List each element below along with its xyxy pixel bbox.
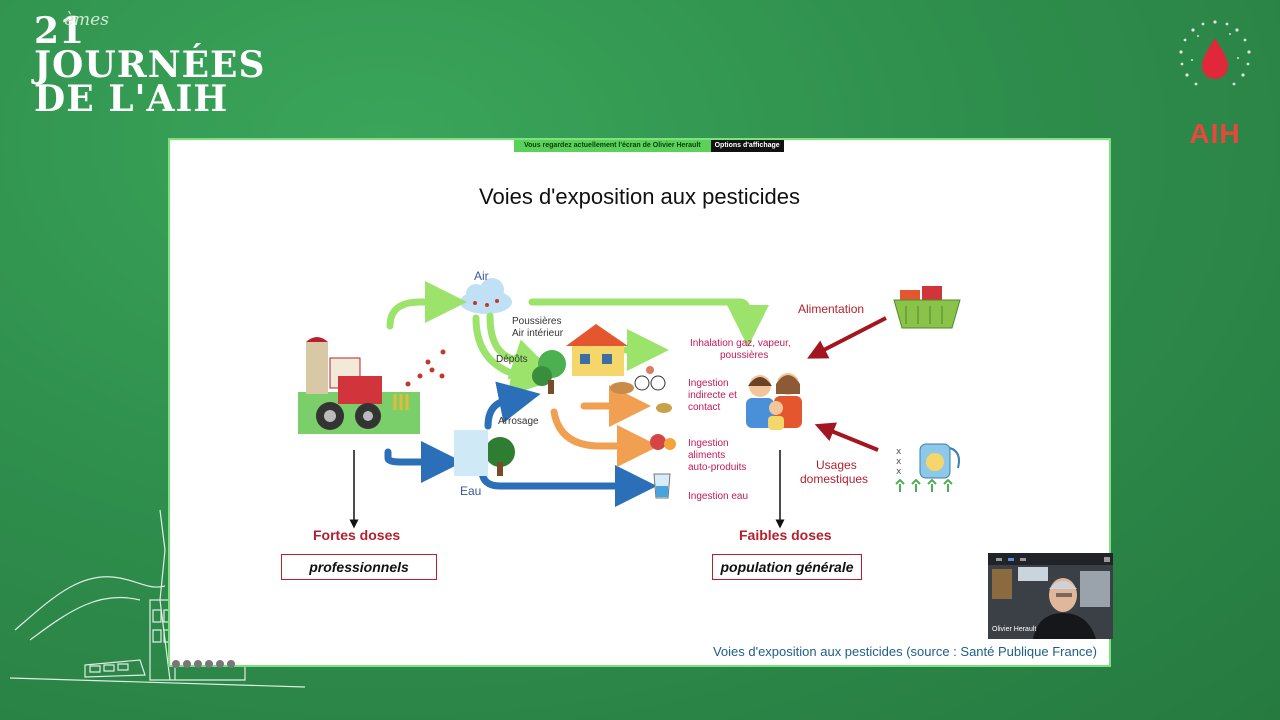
slide-title: Voies d'exposition aux pesticides — [479, 184, 800, 209]
label-inhalation-2: poussières — [720, 350, 769, 361]
webcam-video — [988, 565, 1113, 639]
svg-text:x: x — [896, 447, 902, 457]
pen-icon[interactable] — [183, 660, 191, 668]
label-alimentation: Alimentation — [798, 302, 865, 316]
webcam-toolbar[interactable] — [988, 553, 1113, 565]
label-inhalation-1: Inhalation gaz, vapeur, — [690, 338, 791, 349]
presentation-toolbar[interactable] — [172, 660, 235, 668]
next-slide-icon[interactable] — [227, 660, 235, 668]
event-line2: DE L'AIH — [34, 78, 229, 121]
aih-logo: AIH — [1172, 14, 1258, 149]
water-tank-icon — [454, 430, 488, 476]
water-glass-icon — [653, 473, 671, 499]
sprayer-icon: x x x — [895, 443, 960, 492]
faibles-doses-label: Faibles doses — [739, 527, 832, 543]
air-cloud-icon — [460, 278, 512, 314]
family-icon — [746, 373, 802, 430]
event-superscript: èmes — [64, 10, 109, 30]
basket-icon — [893, 286, 961, 329]
label-ingestion-aliments-2: aliments — [688, 450, 726, 461]
label-usages-1: Usages — [816, 458, 857, 472]
svg-text:x: x — [896, 467, 902, 477]
label-air: Air — [474, 269, 489, 283]
produce-icon — [650, 403, 676, 450]
label-arrosage: Arrosage — [498, 416, 539, 427]
farm-tractor-icon — [298, 337, 420, 434]
label-air-interieur: Air intérieur — [512, 328, 564, 339]
participant-name: Olivier Herault — [992, 626, 1037, 633]
webcam-controls-icon[interactable] — [988, 554, 1113, 566]
slide-caption: Voies d'exposition aux pesticides (sourc… — [712, 644, 1097, 659]
fortes-doses-label: Fortes doses — [313, 527, 401, 543]
shared-screen[interactable]: Vous regardez actuellement l'écran de Ol… — [168, 138, 1111, 668]
aih-logo-text: AIH — [1189, 118, 1241, 149]
label-ingestion-aliments-3: auto-produits — [688, 462, 747, 473]
event-line1: JOURNÉES — [34, 44, 266, 87]
label-poussieres: Poussières — [512, 316, 562, 327]
label-ingestion-contact-2: indirecte et — [688, 390, 737, 401]
population-generale-box: population générale — [712, 554, 862, 580]
zoom-icon[interactable] — [205, 660, 213, 668]
label-ingestion-contact-3: contact — [688, 402, 721, 413]
label-usages-2: domestiques — [800, 472, 869, 486]
prev-slide-icon[interactable] — [172, 660, 180, 668]
label-ingestion-contact-1: Ingestion — [688, 378, 729, 389]
grid-icon[interactable] — [194, 660, 202, 668]
menu-icon[interactable] — [216, 660, 224, 668]
svg-text:x: x — [896, 457, 902, 467]
exposure-diagram: x x x — [298, 278, 961, 529]
label-ingestion-aliments-1: Ingestion — [688, 438, 729, 449]
label-ingestion-eau: Ingestion eau — [688, 491, 749, 502]
house-icon — [566, 324, 628, 376]
professionnels-box: professionnels — [281, 554, 437, 580]
webcam-thumbnail[interactable]: Olivier Herault — [988, 553, 1113, 639]
dog-cyclist-icon — [610, 366, 666, 394]
label-eau: Eau — [460, 484, 482, 498]
tree-icon — [485, 350, 566, 476]
screen-share-message: Vous regardez actuellement l'écran de Ol… — [514, 140, 711, 152]
label-depots: Dépôts — [496, 354, 528, 365]
screen-share-banner: Vous regardez actuellement l'écran de Ol… — [514, 140, 784, 152]
display-options-button[interactable]: Options d'affichage — [710, 140, 784, 152]
aih-logo-icon — [1179, 20, 1251, 86]
